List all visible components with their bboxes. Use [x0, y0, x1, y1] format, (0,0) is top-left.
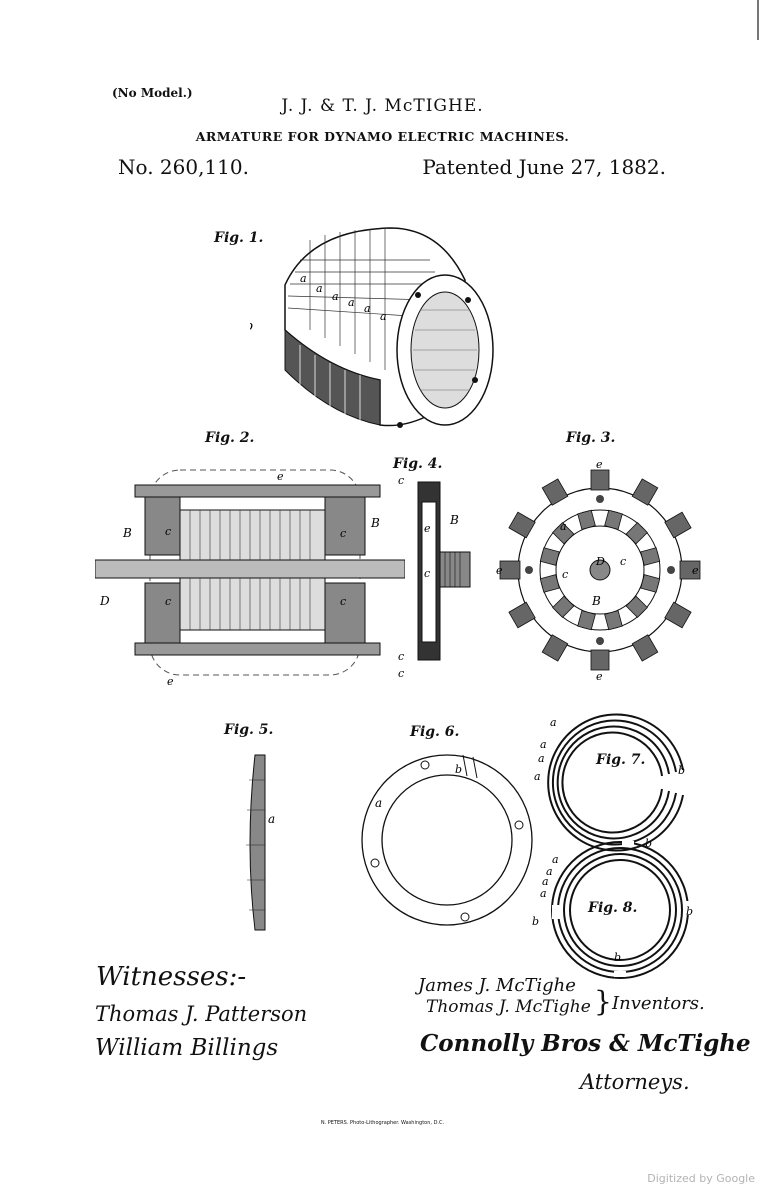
svg-text:c: c	[398, 474, 404, 487]
svg-text:a: a	[375, 796, 382, 810]
fig5-label: Fig. 5.	[224, 722, 274, 738]
svg-text:c: c	[562, 568, 568, 581]
invention-title: ARMATURE FOR DYNAMO ELECTRIC MACHINES.	[195, 129, 570, 144]
fig2-section-drawing: B B D c c c c e e	[95, 469, 405, 688]
svg-text:c: c	[340, 527, 346, 540]
svg-text:c: c	[340, 595, 346, 608]
svg-text:B: B	[449, 513, 459, 527]
fig4-label: Fig. 4.	[393, 456, 443, 472]
svg-text:a: a	[560, 520, 567, 533]
fig1-ref-b: b	[250, 319, 253, 334]
digitized-watermark: Digitized by Google	[647, 1172, 755, 1185]
fig3-cross-section-drawing: D a c c B e e e e	[496, 460, 701, 680]
svg-text:D: D	[99, 594, 110, 608]
svg-text:B: B	[591, 594, 601, 608]
witness-signature-1: Thomas J. Patterson	[95, 1002, 308, 1026]
svg-text:c: c	[620, 555, 626, 568]
svg-text:a: a	[540, 887, 547, 900]
page-edge-line	[757, 0, 759, 40]
fig7-split-rings-drawing: a a a a b	[534, 713, 685, 852]
svg-text:a: a	[546, 865, 553, 878]
fig4-disk-drawing: c B e c c c	[398, 474, 471, 680]
svg-text:a: a	[552, 853, 559, 866]
svg-text:B: B	[122, 526, 132, 540]
svg-text:b: b	[532, 915, 539, 928]
svg-text:e: e	[277, 470, 284, 483]
no-model-note: (No Model.)	[112, 86, 193, 100]
witness-signature-2: William Billings	[95, 1035, 279, 1061]
patent-date: Patented June 27, 1882.	[422, 155, 666, 179]
patent-number: No. 260,110.	[118, 155, 249, 179]
svg-text:D: D	[595, 555, 605, 568]
svg-text:c: c	[398, 667, 404, 680]
attorneys-label: Attorneys.	[580, 1070, 690, 1094]
svg-text:e: e	[496, 564, 503, 577]
inventors-heading: J. J. & T. J. McTIGHE.	[281, 96, 484, 116]
fig8-label: Fig. 8.	[588, 900, 638, 916]
svg-text:a: a	[534, 770, 541, 783]
fig3-label: Fig. 3.	[566, 430, 616, 446]
svg-text:e: e	[692, 564, 699, 577]
svg-text:e: e	[167, 675, 174, 688]
svg-text:a: a	[364, 302, 371, 315]
svg-text:b: b	[645, 837, 652, 850]
fig1-label: Fig. 1.	[214, 230, 264, 246]
fig6-label: Fig. 6.	[410, 724, 460, 740]
svg-text:a: a	[348, 296, 355, 309]
svg-text:a: a	[332, 290, 339, 303]
fig6-ring-drawing: b a	[361, 754, 533, 926]
svg-text:b: b	[455, 763, 462, 776]
svg-text:a: a	[538, 752, 545, 765]
fig5-lamination-drawing: a	[246, 754, 275, 931]
svg-text:b: b	[686, 905, 693, 918]
printer-credit: N. PETERS. Photo-Lithographer. Washingto…	[320, 1120, 445, 1126]
inventors-brace: }	[594, 985, 612, 1018]
svg-text:a: a	[316, 282, 323, 295]
svg-text:a: a	[550, 716, 557, 729]
svg-text:B: B	[370, 516, 380, 530]
svg-text:c: c	[165, 595, 171, 608]
inventor-signature-1: James J. McTighe	[418, 975, 576, 996]
fig1-ref-a: a	[300, 272, 307, 285]
svg-text:e: e	[424, 522, 431, 535]
svg-text:b: b	[678, 764, 685, 777]
svg-text:a: a	[380, 310, 387, 323]
attorney-signature: Connolly Bros & McTighe	[420, 1030, 751, 1057]
svg-text:a: a	[542, 875, 549, 888]
fig2-label: Fig. 2.	[205, 430, 255, 446]
svg-text:e: e	[596, 670, 603, 680]
fig7-label: Fig. 7.	[596, 752, 646, 768]
svg-text:a: a	[540, 738, 547, 751]
fig1-armature-drawing: a a a a a a b	[250, 227, 494, 428]
svg-text:e: e	[596, 460, 603, 471]
svg-text:b: b	[614, 951, 621, 964]
fig8-rings-drawing: a a a a b b b b	[532, 837, 693, 979]
witnesses-label: Witnesses:-	[96, 962, 247, 992]
svg-text:c: c	[165, 525, 171, 538]
svg-text:a: a	[268, 812, 275, 826]
inventors-label: Inventors.	[612, 993, 705, 1014]
inventor-signature-2: Thomas J. McTighe	[426, 997, 591, 1017]
svg-text:c: c	[424, 567, 430, 580]
svg-text:c: c	[398, 650, 404, 663]
